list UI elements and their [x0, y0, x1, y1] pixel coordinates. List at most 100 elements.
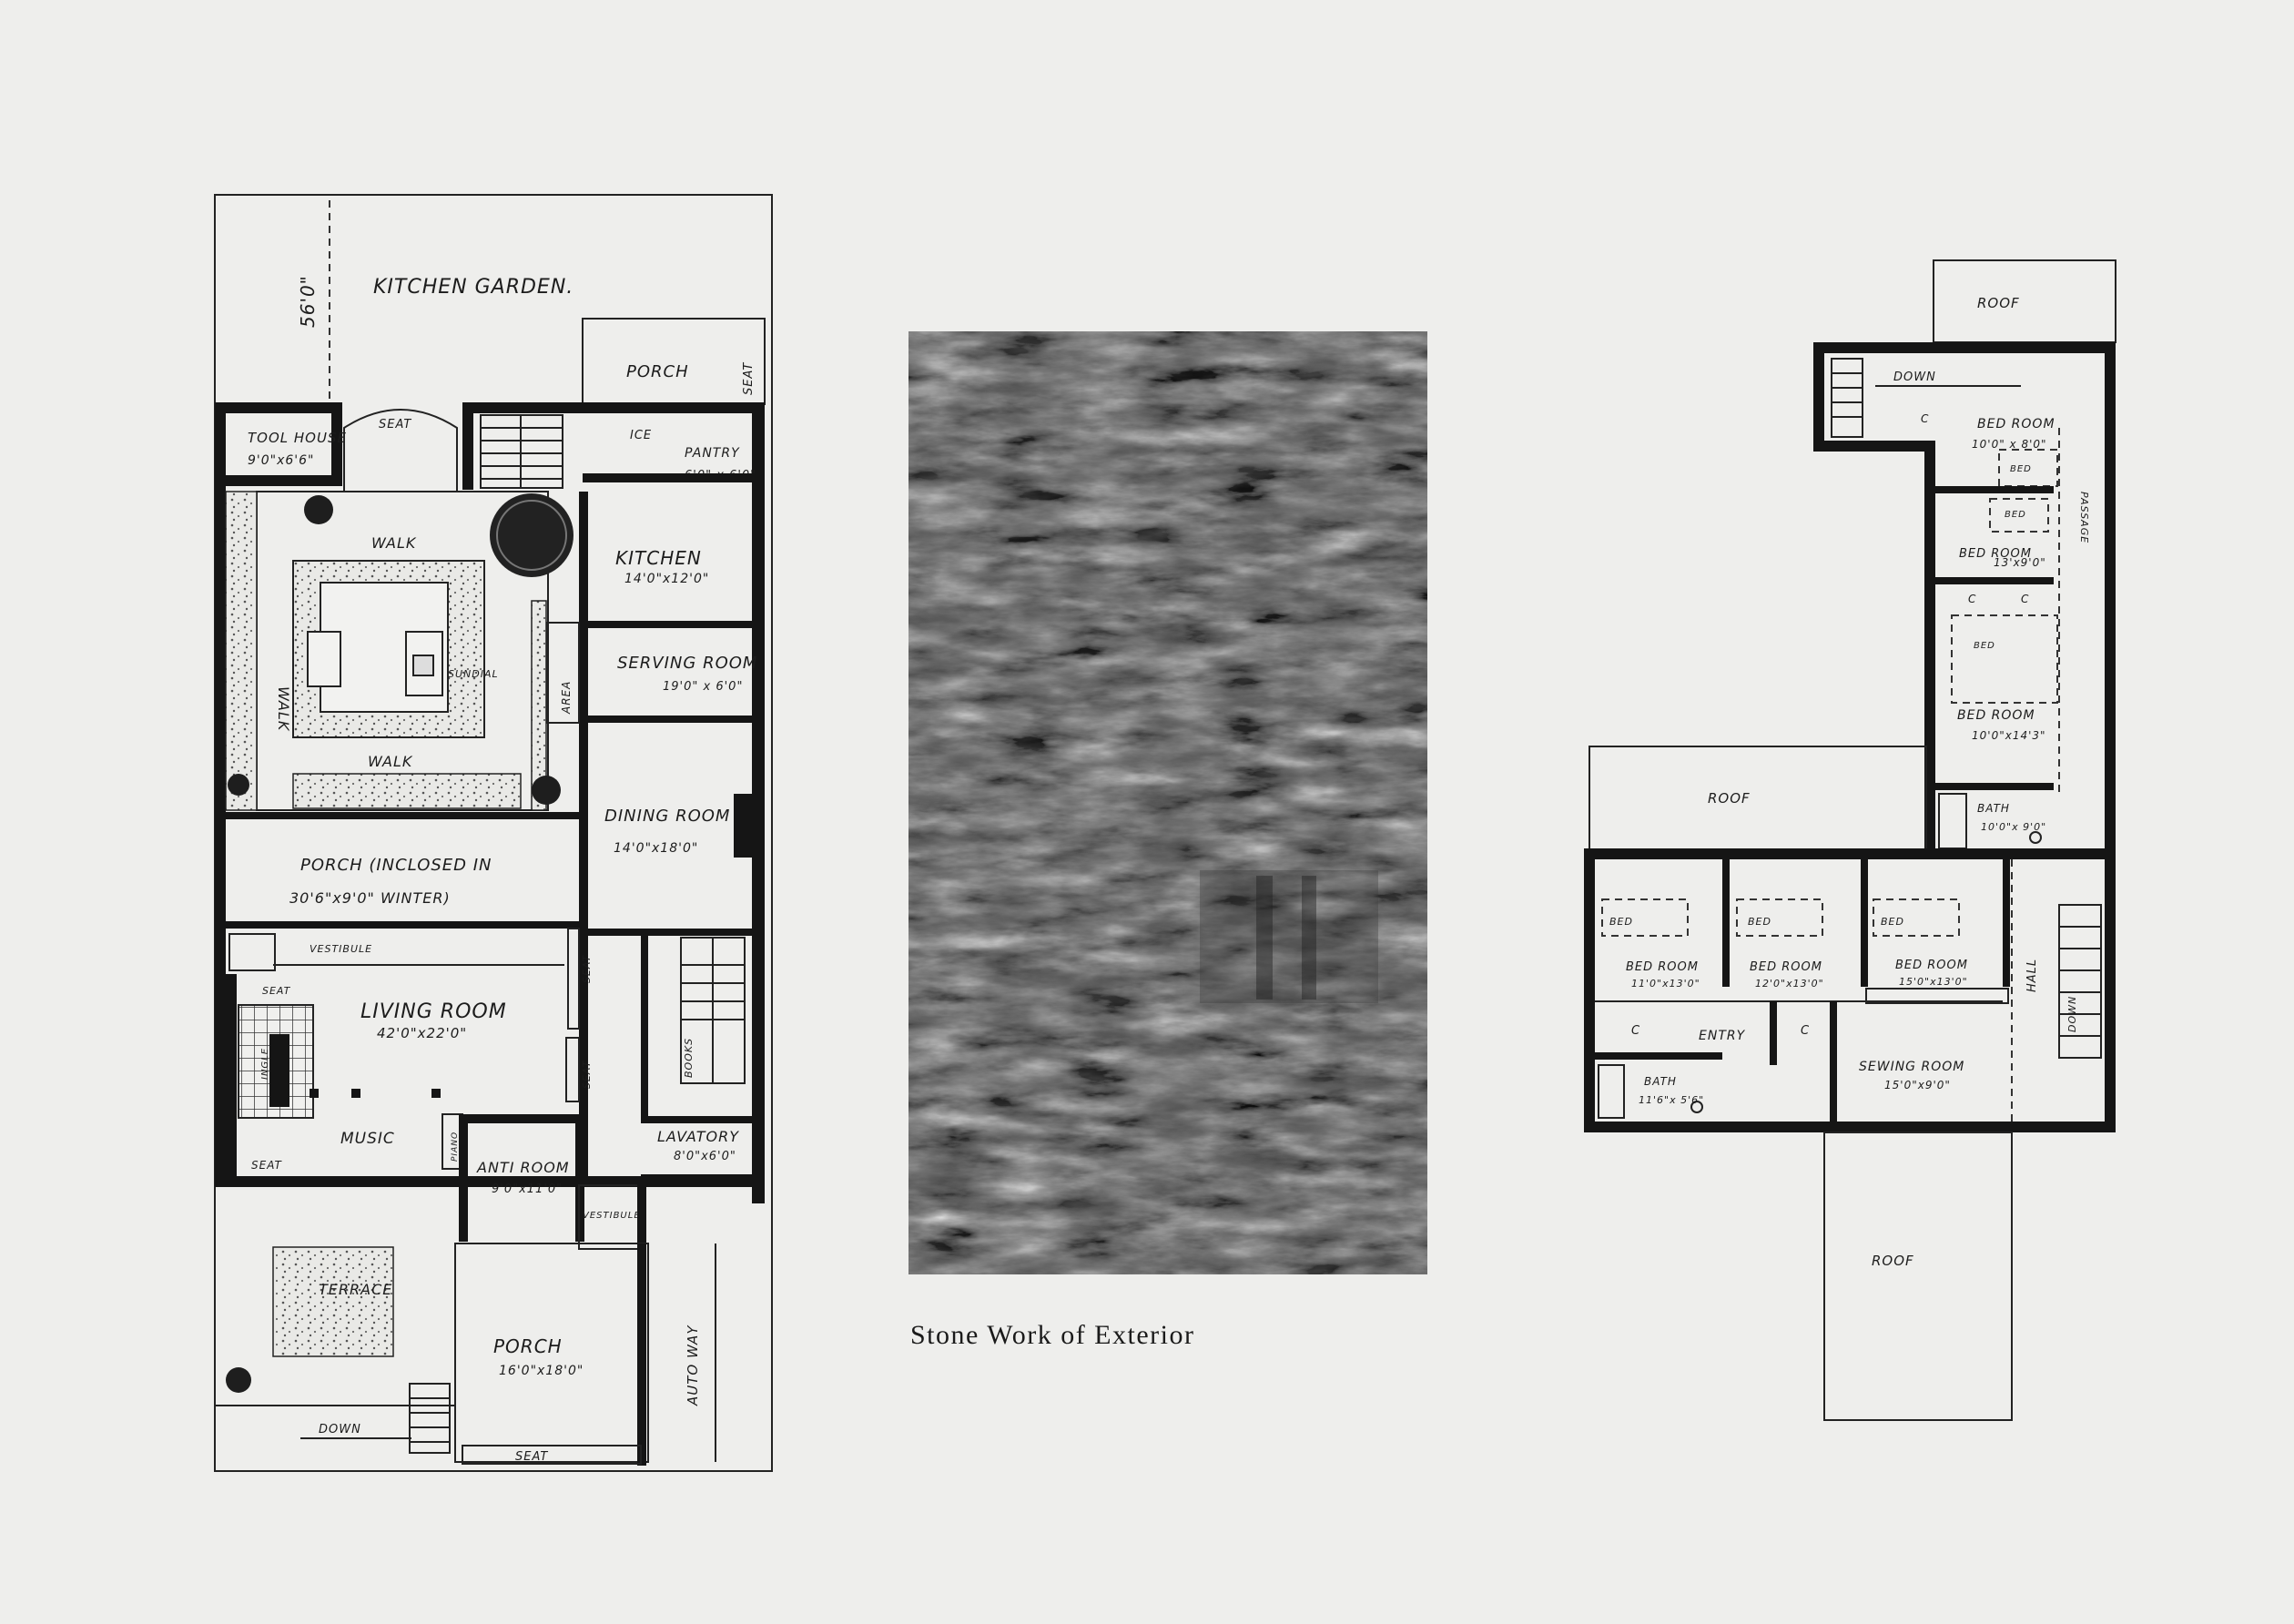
bed-room-1-size: 10'0" x 8'0" — [1972, 438, 2047, 451]
closets-strip — [1865, 988, 2009, 1004]
living-room-label: LIVING ROOM — [360, 1000, 507, 1023]
serving-room-label: SERVING ROOM — [617, 654, 757, 673]
seat-front-bench — [462, 1445, 642, 1465]
top-stair-2f — [1831, 358, 1863, 438]
wall-sewing-west — [1830, 1001, 1837, 1125]
bed-2-label: BED — [2005, 510, 2026, 520]
lavatory-label: LAVATORY — [657, 1128, 739, 1145]
bed-room-2-size: 13'x9'0" — [1994, 556, 2046, 569]
walk-bottom-label: WALK — [368, 753, 413, 770]
wall-north-toolhouse — [215, 402, 342, 413]
first-floor-plan: 56'0" KITCHEN GARDEN. PORCH SEAT TOOL HO… — [214, 194, 773, 1472]
c2-label: C — [1968, 593, 1976, 605]
bed-room-1-label: BED ROOM — [1977, 417, 2055, 431]
dining-fireplace — [734, 794, 752, 858]
roof-top-label: ROOF — [1977, 295, 2020, 311]
bath-2-tub — [1598, 1064, 1625, 1119]
sewing-room-size: 15'0"x9'0" — [1884, 1079, 1951, 1091]
roof-left-label: ROOF — [1708, 790, 1751, 807]
wall-dining-south — [579, 929, 761, 936]
bath-2-size: 11'6"x 5'6" — [1639, 1094, 1704, 1106]
bed-room-b-size: 12'0"x13'0" — [1755, 978, 1824, 990]
roof-bottom-label: ROOF — [1872, 1253, 1914, 1269]
living-room-size: 42'0"x22'0" — [377, 1025, 467, 1041]
stone-texture — [908, 331, 1427, 1274]
porch-front-size: 16'0"x18'0" — [499, 1364, 584, 1378]
porch-front-area — [454, 1243, 649, 1463]
ingle-label: INGLE — [260, 1048, 270, 1080]
garden-court — [225, 491, 574, 811]
photo-caption: Stone Work of Exterior — [910, 1320, 1194, 1350]
c5-label: C — [1801, 1024, 1810, 1038]
seat-nook-label: SEAT — [262, 985, 291, 997]
roof-bottom-area — [1823, 1132, 2013, 1421]
seat-b-label: SEAT — [581, 1060, 593, 1089]
kitchen-label: KITCHEN — [615, 547, 702, 569]
bed-1-outline — [1998, 449, 2058, 487]
down-label: DOWN — [319, 1423, 361, 1436]
wall-lavatory-north — [641, 1116, 763, 1123]
bed-a-label: BED — [1609, 916, 1633, 928]
serving-room-size: 19'0" x 6'0" — [663, 680, 743, 694]
hall-label: HALL — [2025, 959, 2039, 992]
wall-east — [752, 402, 765, 1203]
bed-room-c-label: BED ROOM — [1895, 959, 1968, 972]
wall-toolhouse-east — [331, 402, 342, 486]
seat-b-bench — [565, 1037, 580, 1102]
seat-top-label: SEAT — [742, 362, 756, 395]
vestibule-b-label: VESTIBULE — [583, 1211, 641, 1221]
sundial-label: SUNDIAL — [448, 668, 499, 680]
wall-main-south-2f — [1584, 1122, 2116, 1132]
bed-room-3-size: 10'0"x14'3" — [1972, 729, 2046, 742]
wall-north-2f — [1813, 342, 2116, 353]
terrace-label: TERRACE — [319, 1281, 392, 1298]
c4-label: C — [1631, 1024, 1640, 1038]
shrub-icon — [226, 1367, 251, 1393]
wall-bed2-south — [1935, 577, 2054, 584]
roof-top-area — [1933, 259, 2116, 343]
bed-room-2-label: BED ROOM — [1959, 547, 2032, 561]
bed-b-outline — [1736, 898, 1823, 937]
shrub-icon — [228, 774, 249, 796]
tool-house-size: 9'0"x6'6" — [248, 453, 315, 468]
column — [310, 1089, 319, 1098]
wall-service-west — [579, 492, 588, 1183]
anti-room-size: 9'0"x11'0" — [492, 1182, 563, 1196]
wall-toolhouse-south — [215, 475, 342, 486]
c3-label: C — [2021, 593, 2029, 605]
vestibule-label: VESTIBULE — [310, 943, 372, 955]
second-floor-plan: ROOF DOWN C BED ROOM 10'0" x 8'0" BED PA… — [1584, 259, 2116, 1421]
wall-antiroom-north — [462, 1114, 581, 1123]
wall-antiroom-west — [459, 1114, 468, 1242]
main-stair — [680, 937, 746, 1084]
wall-antiroom-east — [575, 1114, 584, 1242]
right-stair-2f — [2058, 904, 2102, 1059]
wall-porch-front-east — [637, 1243, 646, 1466]
porch-enclosed-label: PORCH (INCLOSED IN — [300, 856, 492, 875]
area-label: AREA — [560, 681, 573, 715]
entry-label: ENTRY — [1699, 1029, 1746, 1043]
wall-porch-south — [215, 921, 579, 929]
column — [351, 1089, 360, 1098]
c1-label: C — [1921, 412, 1929, 425]
auto-way-label: AUTO WAY — [685, 1325, 701, 1406]
wall-main-west-2f — [1584, 848, 1595, 1132]
bed-3-outline — [1951, 614, 2058, 704]
bed-b-label: BED — [1748, 916, 1771, 928]
bath-1-tub — [1938, 793, 1967, 849]
bed-room-c-size: 15'0"x13'0" — [1899, 976, 1968, 988]
seat-nook-bottom-label: SEAT — [251, 1159, 283, 1172]
anti-room-label: ANTI ROOM — [476, 1159, 570, 1176]
wall-east-2f — [2105, 342, 2116, 1127]
seat-left-bench — [567, 928, 580, 1030]
bath-1-label: BATH — [1977, 802, 2010, 815]
seat-left-label: SEAT — [581, 954, 593, 983]
sewing-room-label: SEWING ROOM — [1859, 1060, 1964, 1074]
wall-stair-south-2f — [1813, 441, 1935, 452]
wall-bedB-east — [1861, 859, 1868, 987]
wall-main-north-2f — [1584, 848, 2116, 859]
wall-bath2-north — [1595, 1052, 1722, 1060]
ice-label: ICE — [630, 429, 652, 442]
tree-icon — [490, 493, 574, 577]
